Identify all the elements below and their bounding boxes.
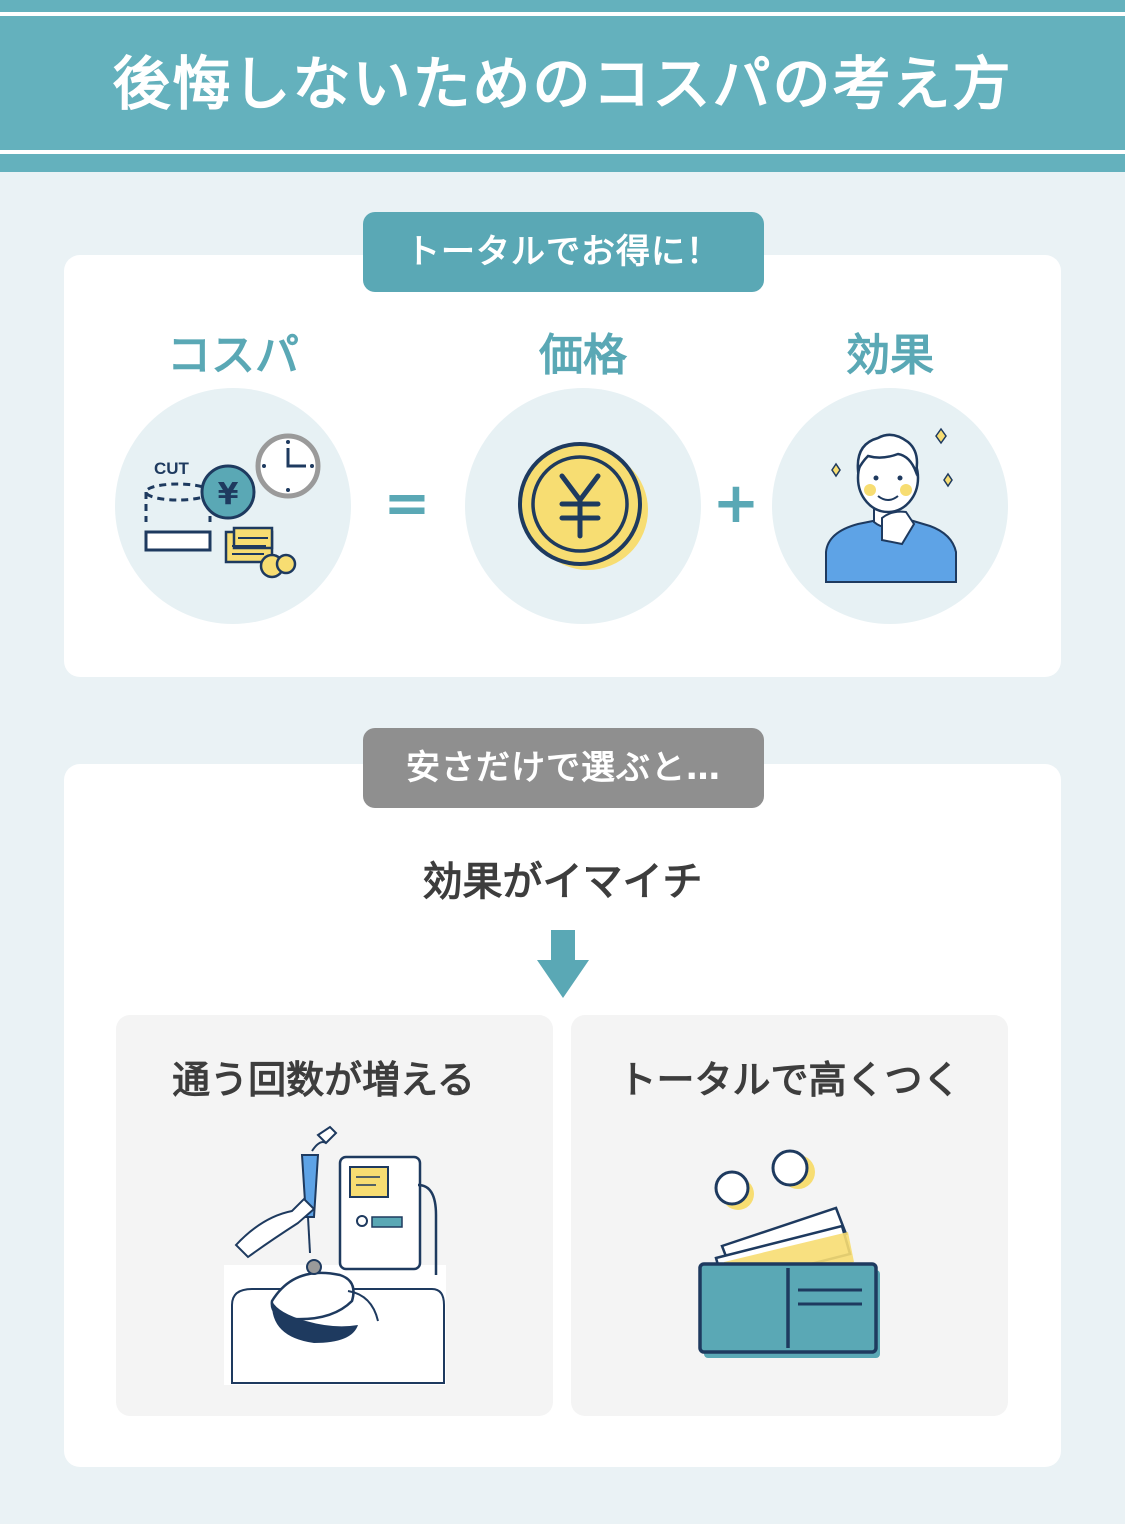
equals-sign: = — [383, 471, 431, 536]
yen-symbol-small: ¥ — [218, 477, 239, 512]
effect-poor-text: 効果がイマイチ — [422, 859, 703, 905]
cut-cost-yen-clock-icon: CUT ¥ — [144, 433, 321, 579]
higher-total-title: トータルで高くつく — [618, 1058, 961, 1102]
arrow-down-icon — [537, 930, 589, 998]
cheap-choice-badge: 安さだけで選ぶと… — [363, 728, 764, 808]
facial-treatment-machine-icon — [224, 1125, 446, 1385]
header-banner: 後悔しないためのコスパの考え方 — [0, 0, 1125, 172]
effect-label: 効果 — [846, 330, 934, 381]
plus-sign: + — [712, 471, 760, 536]
more-visits-title: 通う回数が増える — [172, 1058, 475, 1102]
total-value-badge: トータルでお得に！ — [363, 212, 764, 292]
cut-text: CUT — [154, 459, 190, 478]
yen-coin-icon — [518, 442, 648, 570]
price-label: 価格 — [539, 330, 627, 381]
page-title: 後悔しないためのコスパの考え方 — [112, 50, 1013, 118]
header-rule-bottom — [0, 150, 1125, 154]
cospa-label: コスパ — [167, 330, 299, 381]
header-rule-top — [0, 12, 1125, 16]
wallet-bills-coins-icon — [698, 1149, 880, 1358]
smiling-man-sparkles-icon — [825, 427, 957, 583]
